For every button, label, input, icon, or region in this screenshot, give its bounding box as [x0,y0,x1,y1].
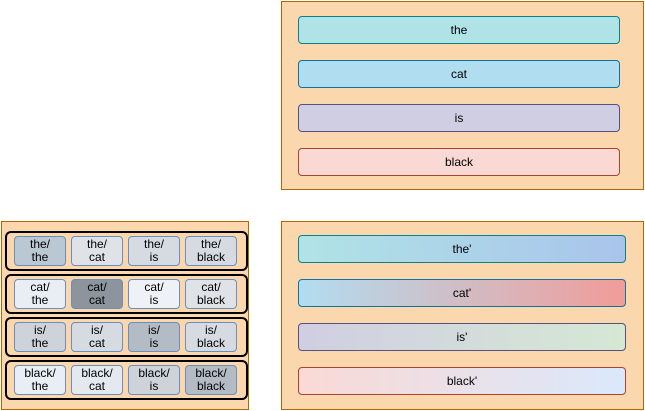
attention-cell: the/ cat [71,236,123,266]
attention-cell: is/ black [185,322,237,352]
attention-cell: the/ is [128,236,180,266]
attention-cell: black/ black [185,365,237,395]
attention-cell: is/ cat [71,322,123,352]
attention-cell: black/ is [128,365,180,395]
output-token-black: black' [298,367,626,395]
input-token-cat: cat [298,60,620,88]
attention-row-the: the/ the the/ cat the/ is the/ black [5,231,248,271]
attention-row-is: is/ the is/ cat is/ is is/ black [5,317,248,357]
attention-cell: is/ is [128,322,180,352]
attention-cell: cat/ black [185,279,237,309]
attention-row-black: black/ the black/ cat black/ is black/ b… [5,360,248,400]
output-token-cat: cat' [298,279,626,307]
output-tokens-panel: the' cat' is' black' [281,221,644,410]
output-token-the: the' [298,235,626,263]
attention-cell: the/ the [14,236,66,266]
output-token-is: is' [298,323,626,351]
attention-cell: cat/ is [128,279,180,309]
attention-matrix-panel: the/ the the/ cat the/ is the/ black cat… [1,221,249,410]
input-token-the: the [298,16,620,44]
attention-cell: cat/ the [14,279,66,309]
input-token-is: is [298,104,620,132]
input-tokens-panel: the cat is black [281,1,644,190]
attention-cell: black/ cat [71,365,123,395]
attention-row-cat: cat/ the cat/ cat cat/ is cat/ black [5,274,248,314]
attention-cell: black/ the [14,365,66,395]
attention-cell: the/ black [185,236,237,266]
input-token-black: black [298,148,620,176]
attention-cell: cat/ cat [71,279,123,309]
attention-cell: is/ the [14,322,66,352]
